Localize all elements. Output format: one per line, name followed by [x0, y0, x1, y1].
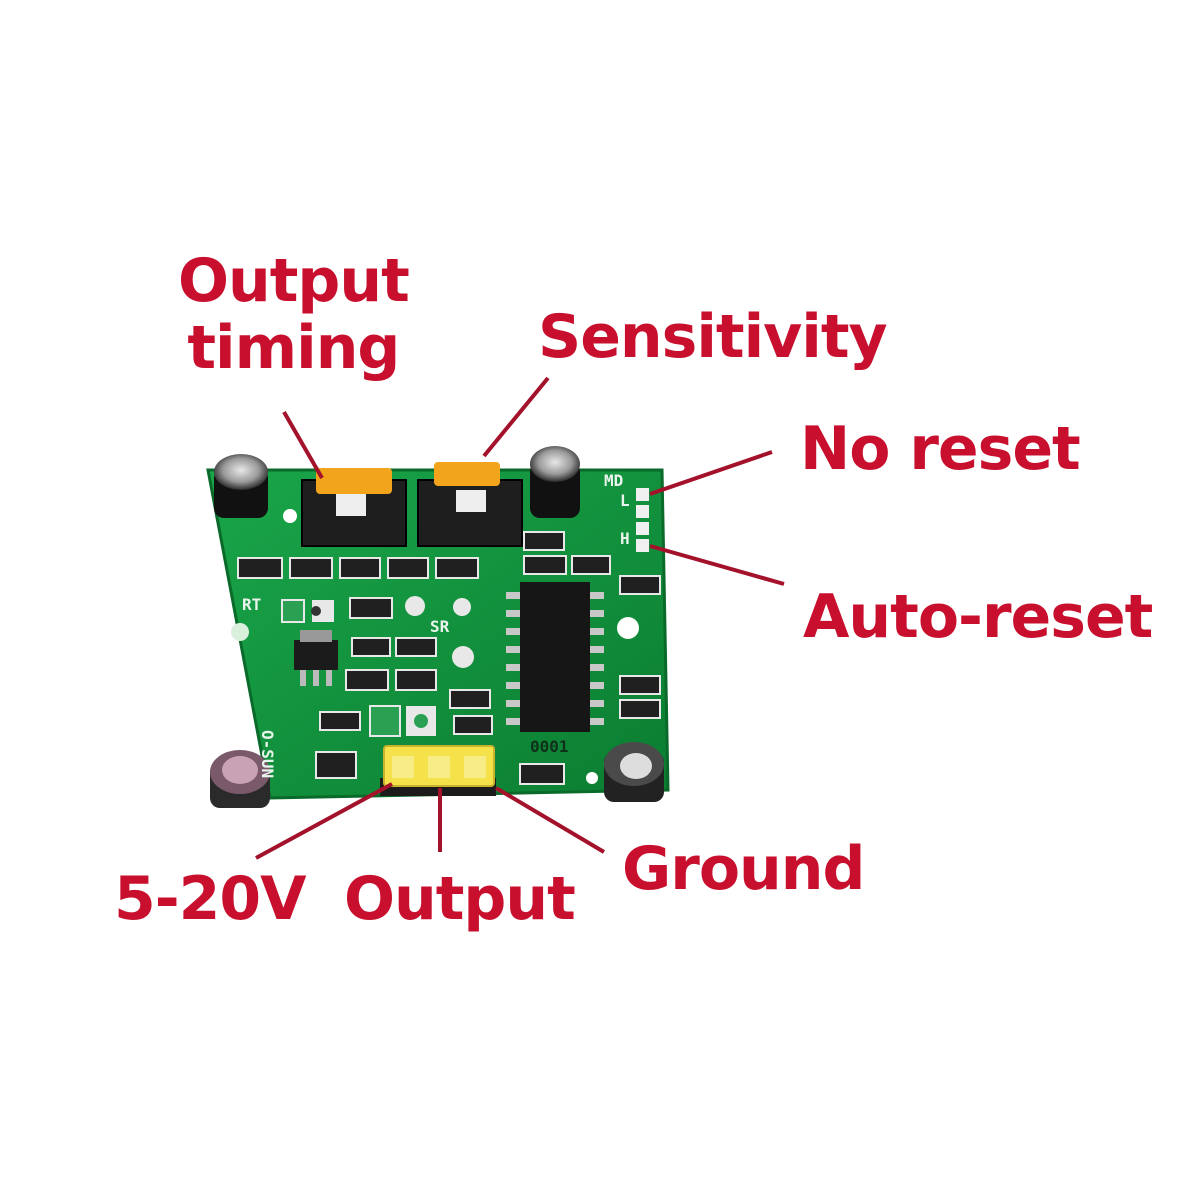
silkscreen-rt: RT	[242, 595, 261, 614]
pointer-auto-reset	[649, 544, 785, 586]
pointer-output-timing	[282, 411, 324, 479]
silkscreen-h: H	[620, 529, 630, 548]
pointer-lines	[255, 376, 785, 860]
label-no-reset: No reset	[800, 414, 1081, 484]
ic-chip	[506, 582, 604, 732]
label-output-timing: Output timing	[178, 246, 410, 384]
label-output: Output	[344, 864, 576, 934]
label-supply-voltage: 5-20V	[114, 864, 307, 934]
label-output-timing-line-2: timing	[187, 313, 400, 384]
pointer-5-20v	[255, 782, 393, 860]
silkscreen-chip-code: 0001	[530, 737, 569, 756]
label-ground: Ground	[622, 834, 865, 904]
silkscreen-md: MD	[604, 471, 623, 490]
pointer-no-reset	[649, 450, 773, 496]
label-auto-reset: Auto-reset	[803, 582, 1153, 652]
pointer-sensitivity	[482, 376, 550, 458]
capacitor	[604, 742, 664, 802]
voltage-regulator	[294, 630, 338, 686]
output-timing-potentiometer	[301, 468, 407, 547]
mounting-hole	[231, 623, 249, 641]
mounting-hole	[617, 617, 639, 639]
mounting-hole	[283, 509, 297, 523]
smd-components	[237, 531, 661, 785]
sensitivity-potentiometer	[417, 462, 523, 547]
capacitor	[214, 454, 268, 518]
silkscreen-l: L	[620, 491, 630, 510]
capacitor	[530, 446, 580, 518]
jumper-pads	[636, 488, 649, 552]
label-output-timing-line-1: Output	[178, 246, 410, 316]
pin-header	[380, 745, 496, 796]
silkscreen-brand: O-SUN	[258, 730, 277, 778]
test-points	[281, 596, 474, 737]
mounting-hole	[586, 772, 598, 784]
label-sensitivity: Sensitivity	[538, 302, 888, 372]
silkscreen-sr: SR	[430, 617, 450, 636]
capacitor	[210, 750, 270, 808]
pointer-ground	[494, 786, 606, 854]
